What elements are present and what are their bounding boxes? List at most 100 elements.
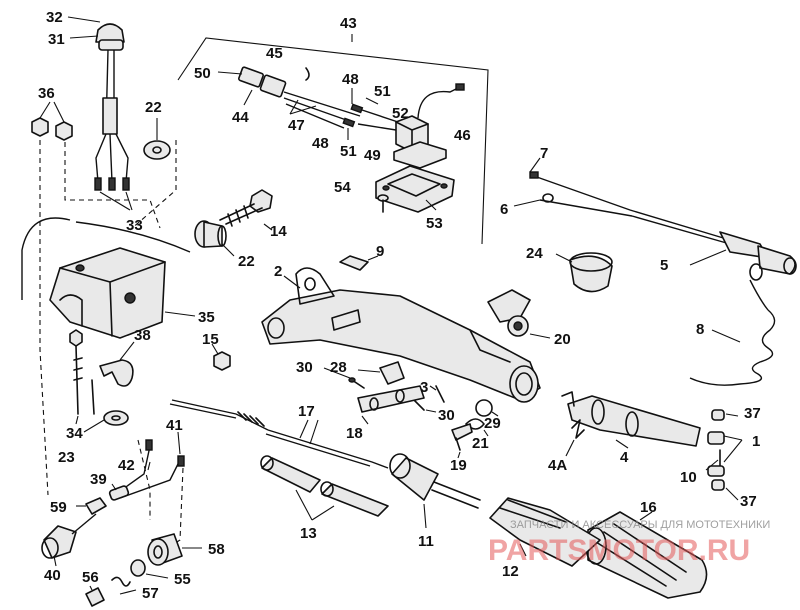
- part-4A-spring: [565, 419, 585, 457]
- label-49: 49: [364, 147, 381, 164]
- label-4: 4: [620, 449, 629, 466]
- part-5-6-7-stop-switch: [513, 157, 797, 275]
- part-11-throttle-tube: [389, 453, 481, 529]
- part-number-labels: 32 31 36 22 33 43 45 50 48 51 52 44 47 4…: [38, 9, 761, 602]
- part-59-clip: [76, 497, 107, 515]
- part-2-steering-handle-housing: [261, 267, 541, 403]
- label-18: 18: [346, 425, 363, 442]
- label-57: 57: [142, 585, 159, 602]
- label-10: 10: [680, 469, 697, 486]
- label-24: 24: [526, 245, 543, 262]
- part-48-51-terminals: [342, 88, 399, 140]
- part-39-41-42-wiring: [108, 431, 185, 501]
- label-44: 44: [232, 109, 249, 126]
- part-33-wire-terminals: [99, 191, 133, 211]
- label-41: 41: [166, 417, 183, 434]
- part-54-screw: [377, 194, 389, 213]
- label-16: 16: [640, 499, 657, 516]
- label-53: 53: [426, 215, 443, 232]
- part-19-link: [451, 423, 473, 459]
- label-51-lower: 51: [340, 143, 357, 160]
- label-46: 46: [454, 127, 471, 144]
- part-56-knob: [85, 585, 105, 607]
- label-47: 47: [288, 117, 305, 134]
- label-40: 40: [44, 567, 61, 584]
- label-37-lower: 37: [740, 493, 757, 510]
- part-22-washer: [143, 118, 171, 160]
- label-12: 12: [502, 563, 519, 580]
- label-5: 5: [660, 257, 668, 274]
- label-14: 14: [270, 223, 287, 240]
- watermark: ЗАПЧАСТИ И АКСЕССУАРЫ ДЛЯ МОТОТЕХНИКИ PA…: [488, 519, 770, 567]
- label-22-washer: 22: [145, 99, 162, 116]
- part-29-ring: [475, 399, 499, 417]
- part-55-plug: [130, 559, 169, 579]
- part-44-50-harness-connector: [217, 66, 361, 129]
- label-23: 23: [58, 449, 75, 466]
- part-14-bolt: [219, 189, 273, 231]
- label-48-lower: 48: [312, 135, 329, 152]
- part-20-end-cap: [487, 289, 551, 339]
- label-20: 20: [554, 331, 571, 348]
- part-15-nut: [211, 343, 231, 371]
- label-9: 9: [376, 243, 384, 260]
- label-1: 1: [752, 433, 760, 450]
- part-37-caps: [711, 409, 739, 501]
- part-9-clip: [339, 255, 379, 271]
- label-36: 36: [38, 85, 55, 102]
- part-53-mounting-plate: [375, 165, 455, 213]
- label-28: 28: [330, 359, 347, 376]
- part-23-washer: [83, 410, 129, 433]
- label-13: 13: [300, 525, 317, 542]
- label-39: 39: [90, 471, 107, 488]
- label-45: 45: [266, 45, 283, 62]
- part-36-nuts: [31, 101, 73, 141]
- label-22-bushing: 22: [238, 253, 255, 270]
- label-50: 50: [194, 65, 211, 82]
- part-16-handle-grip: [585, 511, 708, 599]
- part-34-bolt: [69, 329, 95, 425]
- label-4A: 4A: [548, 457, 567, 474]
- label-31: 31: [48, 31, 65, 48]
- part-40-switch: [41, 513, 97, 567]
- assembly-guide-lines: [39, 140, 184, 561]
- label-38: 38: [134, 327, 151, 344]
- label-51-upper: 51: [374, 83, 391, 100]
- label-2: 2: [274, 263, 282, 280]
- label-59: 59: [50, 499, 67, 516]
- label-42: 42: [118, 457, 135, 474]
- label-37-upper: 37: [744, 405, 761, 422]
- part-46-module: [393, 83, 465, 169]
- label-33: 33: [126, 217, 143, 234]
- part-58-bushing: [147, 533, 202, 566]
- part-35-pivot-bracket: [21, 217, 196, 339]
- watermark-tagline: ЗАПЧАСТИ И АКСЕССУАРЫ ДЛЯ МОТОТЕХНИКИ: [510, 519, 770, 531]
- label-19: 19: [450, 457, 467, 474]
- label-30-upper: 30: [296, 359, 313, 376]
- label-15: 15: [202, 331, 219, 348]
- part-3-pin: [429, 385, 445, 403]
- part-22-bushing: [194, 220, 235, 257]
- part-45-clip: [305, 67, 310, 81]
- label-32: 32: [46, 9, 63, 26]
- part-12-grip-cap: [489, 497, 601, 567]
- part-57-spring: [111, 576, 137, 595]
- part-13-sleeves: [260, 455, 389, 521]
- label-54: 54: [334, 179, 351, 196]
- label-34: 34: [66, 425, 83, 442]
- part-17-throttle-cable: [169, 399, 389, 469]
- part-18-throttle-shaft: [357, 385, 425, 425]
- label-7: 7: [540, 145, 548, 162]
- label-58: 58: [208, 541, 225, 558]
- part-24-collar: [555, 252, 613, 293]
- part-28-throttle-bracket: [357, 361, 405, 385]
- label-48-upper: 48: [342, 71, 359, 88]
- part-4-grip-tube: [561, 391, 701, 449]
- label-30-lower: 30: [438, 407, 455, 424]
- label-55: 55: [174, 571, 191, 588]
- part-1-10-fasteners: [705, 431, 743, 477]
- part-8-lanyard-coil: [689, 263, 776, 386]
- label-56: 56: [82, 569, 99, 586]
- label-52: 52: [392, 105, 409, 122]
